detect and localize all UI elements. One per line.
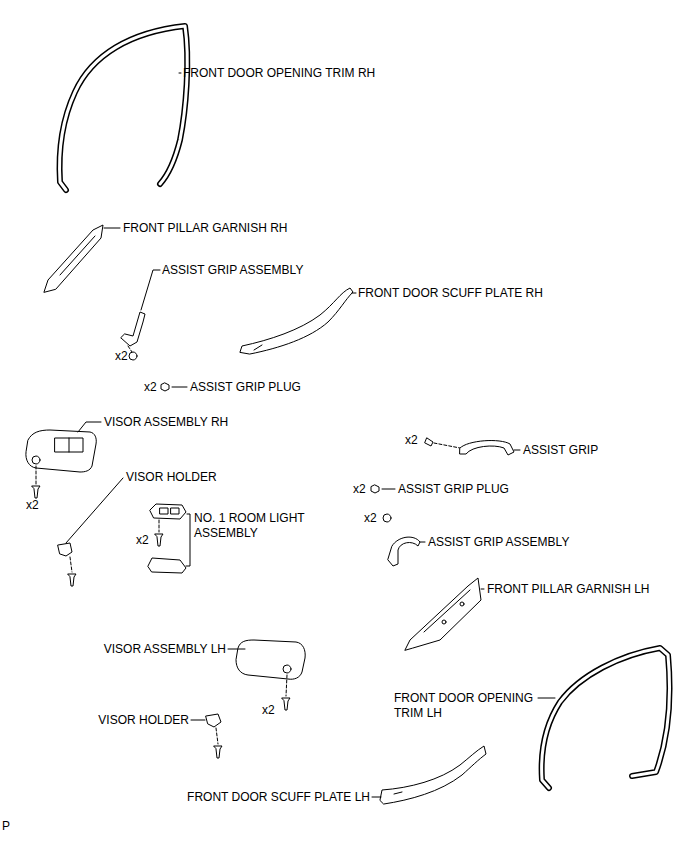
part-name: ASSIST GRIP ASSEMBLY [428, 535, 569, 550]
leader-line [172, 387, 187, 388]
leader-line [104, 228, 120, 229]
garnish-detail [460, 602, 464, 606]
bracket-line [186, 514, 190, 566]
part-name: VISOR ASSEMBLY RH [104, 415, 228, 430]
part-name: ASSIST GRIP ASSEMBLY [162, 263, 303, 278]
visor-mirror [69, 438, 70, 452]
leader-line [481, 589, 484, 590]
leader-line [179, 73, 181, 74]
part-name: ASSIST GRIP PLUG [398, 482, 509, 497]
part-name: VISOR HOLDER [98, 713, 189, 728]
quantity-note: x2 [144, 380, 157, 395]
quantity-note: x2 [136, 533, 149, 548]
screw-symbol [155, 534, 163, 546]
quantity-note: x2 [26, 498, 39, 513]
screw-symbol [425, 438, 433, 446]
quantity-note: P [2, 819, 10, 834]
door-opening-trim [60, 26, 188, 190]
part-name: FRONT PILLAR GARNISH LH [487, 582, 649, 597]
leader-line [372, 797, 381, 798]
part-name: ASSIST GRIP [523, 443, 598, 458]
garnish-detail [60, 236, 95, 275]
visor-mirror [55, 438, 83, 452]
scuff-plate [240, 288, 353, 354]
part-name: FRONT DOOR SCUFF PLATE LH [187, 790, 370, 805]
leader-line [382, 489, 395, 490]
room-light-cover [148, 558, 186, 573]
screw-symbol [32, 486, 40, 498]
part-name: FRONT DOOR OPENING TRIM RH [183, 66, 375, 81]
door-opening-trim [542, 648, 670, 788]
part-name: FRONT DOOR SCUFF PLATE RH [358, 286, 543, 301]
pillar-garnish [405, 578, 481, 650]
clip-symbol [129, 352, 137, 360]
garnish-detail [424, 590, 470, 632]
leader-line [78, 422, 101, 432]
leader-line [141, 270, 160, 310]
part-name: FRONT PILLAR GARNISH RH [123, 221, 287, 236]
assist-grip [121, 312, 145, 346]
part-name: VISOR HOLDER [126, 470, 217, 485]
screw-symbol [68, 574, 76, 586]
assist-grip [460, 441, 514, 455]
quantity-note: x2 [262, 703, 275, 718]
sun-visor [26, 430, 96, 472]
dashed-line [434, 443, 460, 448]
pillar-garnish [44, 225, 103, 292]
room-light-lens [171, 508, 179, 514]
quantity-note: x2 [115, 349, 128, 364]
plate-detail [394, 792, 402, 794]
plug-symbol [161, 383, 169, 391]
part-name: ASSIST GRIP PLUG [190, 380, 301, 395]
visor-holder [206, 714, 221, 727]
quantity-note: x2 [405, 433, 418, 448]
dashed-line [70, 557, 72, 572]
scuff-plate [380, 746, 486, 804]
leader-line [538, 698, 555, 699]
sun-visor [236, 640, 305, 679]
room-light [150, 504, 186, 519]
visor-pivot [32, 456, 40, 464]
clip-symbol [383, 514, 391, 522]
visor-holder [58, 543, 72, 556]
dashed-line [128, 346, 132, 352]
plug-symbol [371, 485, 379, 493]
leader-line [420, 542, 425, 543]
leader-line [191, 720, 205, 721]
plate-detail [254, 345, 262, 350]
quantity-note: x2 [364, 511, 377, 526]
part-name: VISOR ASSEMBLY LH [104, 642, 226, 657]
screw-symbol [214, 746, 222, 758]
quantity-note: x2 [353, 482, 366, 497]
leader-line [228, 649, 245, 650]
leader-line [352, 293, 356, 294]
part-name: FRONT DOOR OPENING TRIM LH [394, 691, 542, 721]
leader-line [66, 478, 123, 543]
screw-symbol [282, 698, 290, 710]
dashed-line [159, 520, 160, 532]
dashed-line [36, 466, 37, 484]
leader-line [514, 450, 520, 451]
visor-pivot [283, 665, 291, 673]
part-name: NO. 1 ROOM LIGHT ASSEMBLY [194, 511, 306, 541]
room-light-lens [160, 508, 168, 514]
garnish-detail [442, 620, 446, 624]
assist-grip [388, 537, 420, 566]
dashed-line [286, 675, 287, 696]
dashed-line [216, 728, 218, 744]
